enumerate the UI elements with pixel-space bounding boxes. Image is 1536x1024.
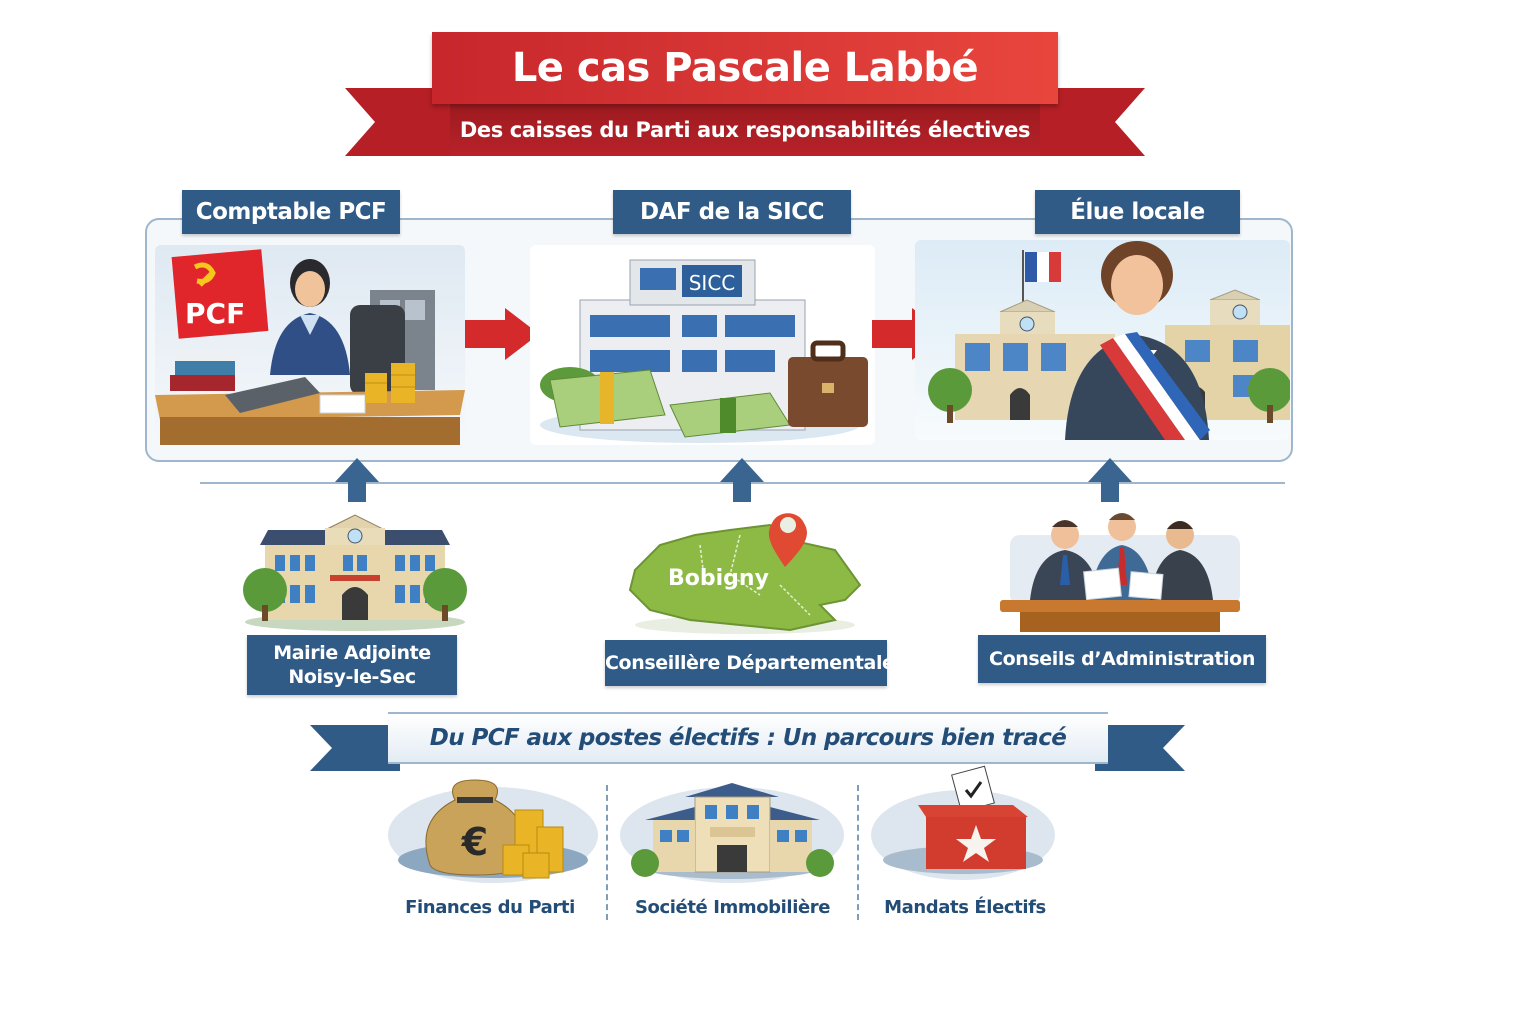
banner-right-tail xyxy=(1095,725,1185,771)
banner-left-tail xyxy=(310,725,400,771)
category-label-mandats-electifs: Mandats Électifs xyxy=(884,897,1046,918)
role-label-conseils-administration: Conseils d’Administration xyxy=(978,635,1266,683)
building-icon xyxy=(620,783,844,883)
elected-official-sash-icon xyxy=(928,241,1290,440)
role-label-conseillere-departementale: Conseillère Départementale xyxy=(605,640,895,686)
page-title: Le cas Pascale Labbé xyxy=(432,32,1058,104)
category-label-societe-immobiliere: Société Immobilière xyxy=(634,897,831,918)
office-building-money-icon: SICC xyxy=(540,259,868,443)
pcf-logo: PCF xyxy=(171,249,269,339)
accountant-desk-icon: PCF xyxy=(155,249,465,445)
town-hall-icon xyxy=(243,514,467,631)
category-label-finances: Finances du Parti xyxy=(405,897,575,918)
department-map-icon: Bobigny xyxy=(628,513,862,634)
money-bag-euro-icon: € xyxy=(388,779,598,883)
board-meeting-icon xyxy=(1000,513,1240,632)
sicc-sign xyxy=(682,265,742,297)
arrow-right-icon xyxy=(465,308,539,360)
sicc-scene: SICC xyxy=(530,245,875,445)
step-label-elue-locale: Élue locale xyxy=(1035,190,1240,234)
page-subtitle: Des caisses du Parti aux responsabilités… xyxy=(450,104,1040,156)
dashed-separator xyxy=(606,785,608,920)
svg-text:€: € xyxy=(461,820,488,864)
arrow-up-icon xyxy=(335,458,379,502)
pcf-logo-text: PCF xyxy=(185,297,245,330)
ballot-box-icon xyxy=(871,765,1055,880)
elected-official-scene xyxy=(915,240,1290,440)
sicc-sign-text: SICC xyxy=(689,271,736,295)
role-label-line2: Noisy-le-Sec xyxy=(288,666,416,688)
step-label-daf-sicc: DAF de la SICC xyxy=(613,190,851,234)
arrow-up-icon xyxy=(1088,458,1132,502)
step-label-comptable-pcf: Comptable PCF xyxy=(182,190,400,234)
summary-banner: Du PCF aux postes électifs : Un parcours… xyxy=(388,712,1108,764)
arrow-up-icon xyxy=(720,458,764,502)
dashed-separator xyxy=(857,785,859,920)
map-pin-icon xyxy=(768,513,807,567)
role-label-line1: Mairie Adjointe xyxy=(273,642,431,664)
map-city-label: Bobigny xyxy=(668,566,769,591)
accountant-scene: PCF xyxy=(155,245,465,445)
role-label-mairie-adjointe: Mairie Adjointe Noisy-le-Sec xyxy=(247,635,457,695)
